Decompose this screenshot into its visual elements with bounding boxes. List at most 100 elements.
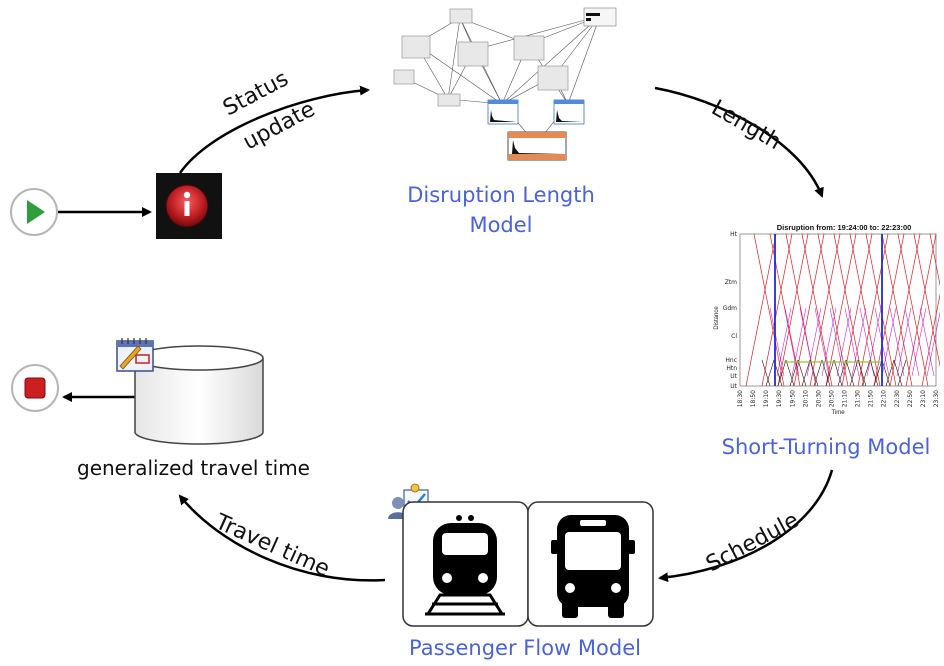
train-path-magenta [926,311,940,377]
train-path-magenta [896,307,912,377]
train-path-red [745,233,777,387]
x-tick-label: 19:10 [763,390,770,407]
y-tick-label: Htn [726,365,737,372]
x-axis-label: Time [831,410,845,416]
travel-time-arrow [178,494,386,582]
train-path-dark [777,359,787,387]
y-tick-label: Ut [730,383,737,390]
train-icon [425,515,505,616]
chart-title: Disruption from: 19:24:00 to: 22:23:00 [777,223,912,232]
y-tick-label: Ztm [725,279,737,286]
train-path-red [881,233,913,387]
length-arrow [654,86,824,198]
train-path-dark [785,359,795,387]
database-icon [134,345,264,445]
bus-icon [551,515,635,618]
train-path-red [753,233,785,387]
train-path-dark [869,359,879,387]
train-path-red [849,233,881,387]
train-path-red [841,233,873,387]
calendar-icon [116,338,154,372]
passenger-flow-model-label: Passenger Flow Model [409,636,641,660]
generalized-travel-time-label: generalized travel time [77,456,310,480]
y-tick-label: Cl [731,333,737,340]
train-path-magenta [776,307,792,377]
train-path-red [857,233,889,387]
train-path-dark [845,359,855,387]
train-path-red [761,233,793,387]
x-tick-label: 22:50 [907,390,914,407]
train-path-magenta [821,307,837,377]
x-tick-label: 19:50 [789,390,796,407]
train-path-red [817,233,849,387]
x-tick-label: 20:50 [828,390,835,407]
train-path-dark [825,359,835,387]
train-path-dark [881,359,891,387]
train-path-dark [897,359,907,387]
train-path-red [793,233,825,387]
x-tick-label: 23:30 [933,390,940,407]
train-path-red [905,233,937,387]
x-tick-label: 22:30 [894,390,901,407]
x-tick-label: 18:30 [737,390,744,407]
train-path-red [865,233,897,387]
train-path-magenta [851,307,867,377]
train-path-magenta [814,307,830,377]
train-path-red [921,292,940,387]
short-turning-model-label: Short-Turning Model [721,435,931,459]
chart-plot-area [739,233,937,387]
train-path-dark [873,359,883,387]
start-event[interactable] [10,188,58,236]
train-path-dark [893,359,903,387]
train-path-red [801,233,833,387]
train-path-magenta [904,307,920,377]
x-tick-label: 21:30 [855,390,862,407]
train-path-magenta [806,307,822,377]
train-path-dark [813,359,823,387]
train-path-red [777,233,809,387]
train-path-red [897,233,929,387]
arrow-text-schedule: Schedule [702,508,803,578]
train-path-dark [801,359,811,387]
train-path-dark [861,359,871,387]
train-path-magenta [889,307,905,377]
y-tick-label: Gdm [723,305,737,312]
y-tick-label: Ut [730,373,737,380]
status-update-arrow [178,85,370,174]
train-path-dark [849,359,859,387]
train-path-dark [789,359,799,387]
train-path-magenta [791,307,807,377]
play-icon [27,200,45,224]
short-turning-chart: Disruption from: 19:24:00 to: 22:23:00 H… [714,223,940,416]
train-path-dark [837,359,847,387]
train-path-magenta [881,307,897,377]
x-tick-label: 21:50 [868,390,875,407]
x-tick-label: 20:30 [815,390,822,407]
train-path-magenta [919,307,935,377]
train-path-red [833,233,865,387]
arrow-text-travel-time: Travel time [211,509,334,582]
x-tick-label: 20:10 [802,390,809,407]
x-tick-label: 22:10 [881,390,888,407]
train-path-dark [821,359,831,387]
x-tick-label: 21:10 [842,390,849,407]
train-path-dark [797,359,807,387]
train-path-magenta [829,307,845,377]
disruption-network-thumbnail [393,7,617,161]
train-path-magenta [769,307,785,377]
y-tick-label: Hnc [725,357,737,364]
end-event[interactable] [11,364,59,412]
train-path-red [809,233,841,387]
stop-icon [24,377,46,399]
train-path-red [913,233,940,368]
train-path-dark [833,359,843,387]
y-axis-label: Distance [714,306,720,330]
train-path-dark [765,359,775,387]
x-tick-label: 18:50 [750,390,757,407]
info-icon[interactable] [156,173,222,239]
train-path-magenta [911,307,927,377]
train-path-red [825,233,857,387]
train-path-magenta [866,307,882,377]
arrow-text-length: Length [707,96,785,156]
